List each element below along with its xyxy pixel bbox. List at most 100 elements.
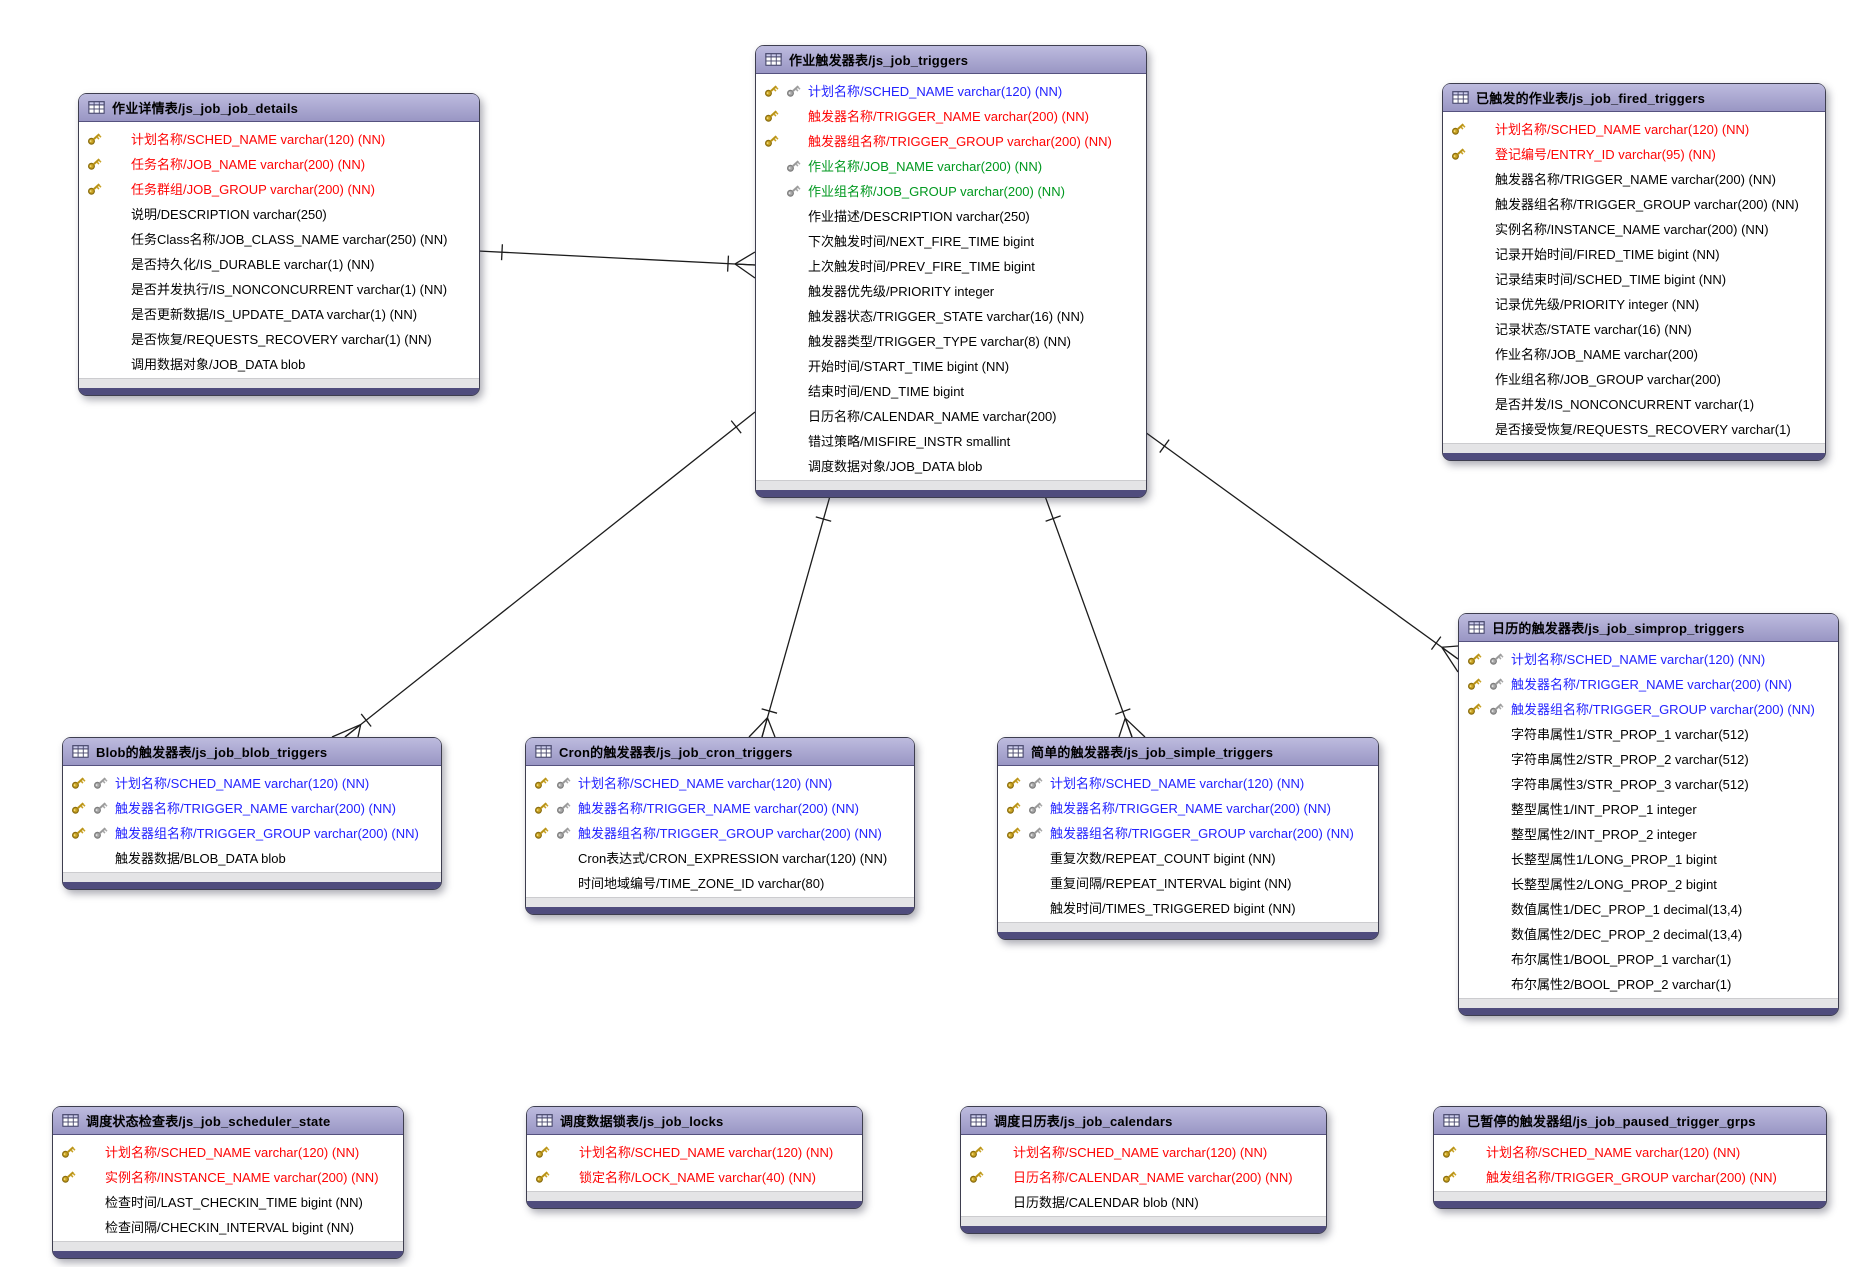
column-row[interactable]: 锁定名称/LOCK_NAME varchar(40) (NN) (527, 1164, 862, 1189)
column-row[interactable]: 触发器名称/TRIGGER_NAME varchar(200) (NN) (756, 103, 1146, 128)
column-row[interactable]: 时间地域编号/TIME_ZONE_ID varchar(80) (526, 870, 914, 895)
table-header[interactable]: 作业详情表/js_job_job_details (79, 94, 479, 122)
column-row[interactable]: 计划名称/SCHED_NAME varchar(120) (NN) (961, 1139, 1326, 1164)
column-row[interactable]: 触发器数据/BLOB_DATA blob (63, 845, 441, 870)
column-row[interactable]: 任务群组/JOB_GROUP varchar(200) (NN) (79, 176, 479, 201)
column-row[interactable]: 作业名称/JOB_NAME varchar(200) (1443, 341, 1825, 366)
column-row[interactable]: 是否恢复/REQUESTS_RECOVERY varchar(1) (NN) (79, 326, 479, 351)
column-row[interactable]: 错过策略/MISFIRE_INSTR smallint (756, 428, 1146, 453)
column-row[interactable]: 计划名称/SCHED_NAME varchar(120) (NN) (526, 770, 914, 795)
column-row[interactable]: 整型属性2/INT_PROP_2 integer (1459, 821, 1838, 846)
table-header[interactable]: 调度数据锁表/js_job_locks (527, 1107, 862, 1135)
column-row[interactable]: 触发器组名称/TRIGGER_GROUP varchar(200) (NN) (1443, 191, 1825, 216)
column-row[interactable]: 触发器名称/TRIGGER_NAME varchar(200) (NN) (63, 795, 441, 820)
column-row[interactable]: 触发器名称/TRIGGER_NAME varchar(200) (NN) (1459, 671, 1838, 696)
column-row[interactable]: 触发器组名称/TRIGGER_GROUP varchar(200) (NN) (998, 820, 1378, 845)
column-row[interactable]: 记录结束时间/SCHED_TIME bigint (NN) (1443, 266, 1825, 291)
column-row[interactable]: 任务Class名称/JOB_CLASS_NAME varchar(250) (N… (79, 226, 479, 251)
column-row[interactable]: 实例名称/INSTANCE_NAME varchar(200) (NN) (1443, 216, 1825, 241)
column-row[interactable]: 布尔属性1/BOOL_PROP_1 varchar(1) (1459, 946, 1838, 971)
column-row[interactable]: 计划名称/SCHED_NAME varchar(120) (NN) (63, 770, 441, 795)
column-row[interactable]: 触发器状态/TRIGGER_STATE varchar(16) (NN) (756, 303, 1146, 328)
column-row[interactable]: 重复间隔/REPEAT_INTERVAL bigint (NN) (998, 870, 1378, 895)
column-row[interactable]: 布尔属性2/BOOL_PROP_2 varchar(1) (1459, 971, 1838, 996)
column-row[interactable]: Cron表达式/CRON_EXPRESSION varchar(120) (NN… (526, 845, 914, 870)
column-row[interactable]: 长整型属性1/LONG_PROP_1 bigint (1459, 846, 1838, 871)
table-calendars[interactable]: 调度日历表/js_job_calendars 计划名称/SCHED_NAME va… (960, 1106, 1327, 1234)
column-row[interactable]: 开始时间/START_TIME bigint (NN) (756, 353, 1146, 378)
column-row[interactable]: 长整型属性2/LONG_PROP_2 bigint (1459, 871, 1838, 896)
table-header[interactable]: 日历的触发器表/js_job_simprop_triggers (1459, 614, 1838, 642)
relationship-job_details-triggers[interactable] (477, 244, 756, 279)
column-row[interactable]: 是否并发执行/IS_NONCONCURRENT varchar(1) (NN) (79, 276, 479, 301)
table-header[interactable]: Blob的触发器表/js_job_blob_triggers (63, 738, 441, 766)
column-row[interactable]: 字符串属性1/STR_PROP_1 varchar(512) (1459, 721, 1838, 746)
column-row[interactable]: 检查间隔/CHECKIN_INTERVAL bigint (NN) (53, 1214, 403, 1239)
column-row[interactable]: 实例名称/INSTANCE_NAME varchar(200) (NN) (53, 1164, 403, 1189)
relationship-triggers-simprop[interactable] (1144, 431, 1459, 673)
column-row[interactable]: 是否并发/IS_NONCONCURRENT varchar(1) (1443, 391, 1825, 416)
column-row[interactable]: 计划名称/SCHED_NAME varchar(120) (NN) (79, 126, 479, 151)
column-row[interactable]: 日历名称/CALENDAR_NAME varchar(200) (756, 403, 1146, 428)
column-row[interactable]: 触发器组名称/TRIGGER_GROUP varchar(200) (NN) (756, 128, 1146, 153)
column-row[interactable]: 触发器类型/TRIGGER_TYPE varchar(8) (NN) (756, 328, 1146, 353)
column-row[interactable]: 下次触发时间/NEXT_FIRE_TIME bigint (756, 228, 1146, 253)
column-row[interactable]: 检查时间/LAST_CHECKIN_TIME bigint (NN) (53, 1189, 403, 1214)
column-row[interactable]: 结束时间/END_TIME bigint (756, 378, 1146, 403)
column-row[interactable]: 整型属性1/INT_PROP_1 integer (1459, 796, 1838, 821)
column-row[interactable]: 是否更新数据/IS_UPDATE_DATA varchar(1) (NN) (79, 301, 479, 326)
table-locks[interactable]: 调度数据锁表/js_job_locks 计划名称/SCHED_NAME varch… (526, 1106, 863, 1209)
column-row[interactable]: 计划名称/SCHED_NAME varchar(120) (NN) (998, 770, 1378, 795)
column-row[interactable]: 触发器组名称/TRIGGER_GROUP varchar(200) (NN) (63, 820, 441, 845)
column-row[interactable]: 计划名称/SCHED_NAME varchar(120) (NN) (756, 78, 1146, 103)
column-row[interactable]: 字符串属性3/STR_PROP_3 varchar(512) (1459, 771, 1838, 796)
table-header[interactable]: 调度日历表/js_job_calendars (961, 1107, 1326, 1135)
column-row[interactable]: 日历名称/CALENDAR_NAME varchar(200) (NN) (961, 1164, 1326, 1189)
column-row[interactable]: 计划名称/SCHED_NAME varchar(120) (NN) (1443, 116, 1825, 141)
column-row[interactable]: 调用数据对象/JOB_DATA blob (79, 351, 479, 376)
table-simprop[interactable]: 日历的触发器表/js_job_simprop_triggers 计划名称/SCHE… (1458, 613, 1839, 1016)
column-row[interactable]: 作业组名称/JOB_GROUP varchar(200) (1443, 366, 1825, 391)
column-row[interactable]: 是否持久化/IS_DURABLE varchar(1) (NN) (79, 251, 479, 276)
column-row[interactable]: 触发器名称/TRIGGER_NAME varchar(200) (NN) (998, 795, 1378, 820)
column-row[interactable]: 触发器组名称/TRIGGER_GROUP varchar(200) (NN) (1459, 696, 1838, 721)
column-row[interactable]: 触发组名称/TRIGGER_GROUP varchar(200) (NN) (1434, 1164, 1826, 1189)
relationship-triggers-cron[interactable] (748, 495, 832, 738)
table-header[interactable]: 已触发的作业表/js_job_fired_triggers (1443, 84, 1825, 112)
column-row[interactable]: 任务名称/JOB_NAME varchar(200) (NN) (79, 151, 479, 176)
column-row[interactable]: 数值属性1/DEC_PROP_1 decimal(13,4) (1459, 896, 1838, 921)
column-row[interactable]: 触发器组名称/TRIGGER_GROUP varchar(200) (NN) (526, 820, 914, 845)
column-row[interactable]: 数值属性2/DEC_PROP_2 decimal(13,4) (1459, 921, 1838, 946)
table-job_details[interactable]: 作业详情表/js_job_job_details 计划名称/SCHED_NAME … (78, 93, 480, 396)
table-header[interactable]: Cron的触发器表/js_job_cron_triggers (526, 738, 914, 766)
column-row[interactable]: 计划名称/SCHED_NAME varchar(120) (NN) (1459, 646, 1838, 671)
column-row[interactable]: 字符串属性2/STR_PROP_2 varchar(512) (1459, 746, 1838, 771)
column-row[interactable]: 触发器优先级/PRIORITY integer (756, 278, 1146, 303)
column-row[interactable]: 作业组名称/JOB_GROUP varchar(200) (NN) (756, 178, 1146, 203)
column-row[interactable]: 计划名称/SCHED_NAME varchar(120) (NN) (1434, 1139, 1826, 1164)
column-row[interactable]: 作业名称/JOB_NAME varchar(200) (NN) (756, 153, 1146, 178)
column-row[interactable]: 计划名称/SCHED_NAME varchar(120) (NN) (527, 1139, 862, 1164)
table-simple[interactable]: 简单的触发器表/js_job_simple_triggers 计划名称/SCHED… (997, 737, 1379, 940)
table-cron[interactable]: Cron的触发器表/js_job_cron_triggers 计划名称/SCHED… (525, 737, 915, 915)
column-row[interactable]: 作业描述/DESCRIPTION varchar(250) (756, 203, 1146, 228)
relationship-triggers-blob[interactable] (331, 411, 756, 738)
column-row[interactable]: 登记编号/ENTRY_ID varchar(95) (NN) (1443, 141, 1825, 166)
column-row[interactable]: 记录开始时间/FIRED_TIME bigint (NN) (1443, 241, 1825, 266)
table-fired[interactable]: 已触发的作业表/js_job_fired_triggers 计划名称/SCHED_… (1442, 83, 1826, 461)
column-row[interactable]: 计划名称/SCHED_NAME varchar(120) (NN) (53, 1139, 403, 1164)
column-row[interactable]: 触发器名称/TRIGGER_NAME varchar(200) (NN) (526, 795, 914, 820)
column-row[interactable]: 触发器名称/TRIGGER_NAME varchar(200) (NN) (1443, 166, 1825, 191)
table-blob[interactable]: Blob的触发器表/js_job_blob_triggers 计划名称/SCHED… (62, 737, 442, 890)
column-row[interactable]: 上次触发时间/PREV_FIRE_TIME bigint (756, 253, 1146, 278)
table-header[interactable]: 已暂停的触发器组/js_job_paused_trigger_grps (1434, 1107, 1826, 1135)
table-header[interactable]: 简单的触发器表/js_job_simple_triggers (998, 738, 1378, 766)
column-row[interactable]: 是否接受恢复/REQUESTS_RECOVERY varchar(1) (1443, 416, 1825, 441)
table-header[interactable]: 作业触发器表/js_job_triggers (756, 46, 1146, 74)
column-row[interactable]: 说明/DESCRIPTION varchar(250) (79, 201, 479, 226)
table-header[interactable]: 调度状态检查表/js_job_scheduler_state (53, 1107, 403, 1135)
relationship-triggers-simple[interactable] (1044, 495, 1146, 738)
table-triggers[interactable]: 作业触发器表/js_job_triggers 计划名称/SCHED_NAME va… (755, 45, 1147, 498)
column-row[interactable]: 调度数据对象/JOB_DATA blob (756, 453, 1146, 478)
column-row[interactable]: 记录状态/STATE varchar(16) (NN) (1443, 316, 1825, 341)
